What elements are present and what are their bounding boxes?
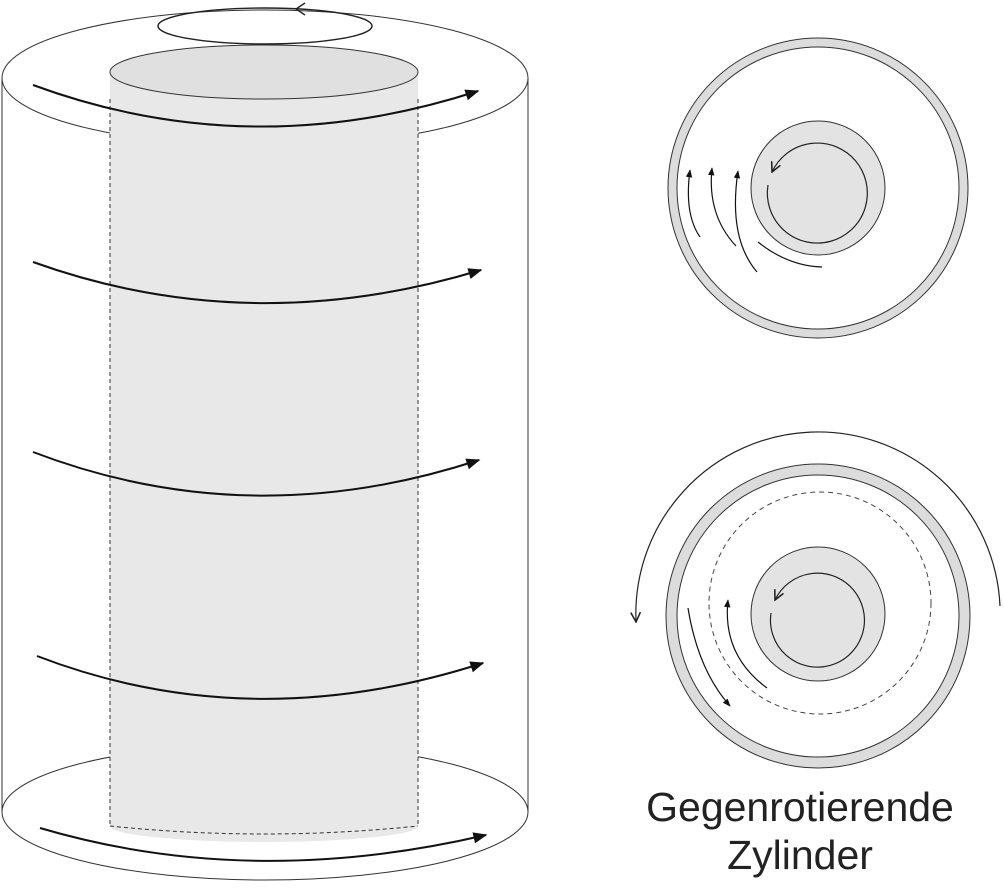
section-bottom-inner-cylinder: [750, 546, 886, 682]
flow-arrow-2: [32, 261, 483, 305]
section-top-flow-arrow-3: [733, 170, 758, 273]
section-top-flow-arrows: [685, 167, 823, 273]
inner-cylinder: [109, 44, 419, 842]
section-top-flow-arrow-4: [757, 241, 823, 268]
top-rotation-ellipse: [157, 7, 373, 45]
section-bottom: [636, 431, 1001, 769]
inner-cylinder-top: [109, 44, 419, 100]
flow-arrow-3: [32, 451, 481, 497]
section-top-flow-arrow-1: [685, 169, 701, 238]
section-top: [667, 37, 969, 339]
section-bottom-flow-arrow-outer: [687, 607, 731, 707]
section-bottom-flow-arrows: [687, 599, 768, 707]
section-bottom-flow-arrow-inner: [724, 599, 768, 689]
section-top-inner-cylinder: [750, 120, 886, 256]
inner-cylinder-bottom: [109, 825, 419, 835]
flow-arrow-1: [32, 84, 480, 128]
inner-cylinder-body: [110, 72, 418, 842]
section-bottom-outer-rotation: [636, 431, 1001, 622]
section-top-inner-rotation: [766, 142, 868, 244]
caption: Gegenrotierende Zylinder: [600, 783, 1000, 879]
section-top-flow-arrow-2: [708, 167, 737, 247]
section-bottom-inner-rotation: [769, 572, 865, 668]
flow-arrow-5: [39, 827, 488, 862]
caption-line-2: Zylinder: [727, 832, 873, 878]
flow-arrows: [32, 84, 488, 862]
top-rotation-arrowhead: [294, 2, 306, 16]
caption-line-1: Gegenrotierende: [646, 784, 954, 830]
flow-arrow-4: [36, 655, 485, 700]
section-bottom-stagnation-circle: [708, 491, 932, 715]
top-rotation-indicator: [157, 2, 373, 45]
